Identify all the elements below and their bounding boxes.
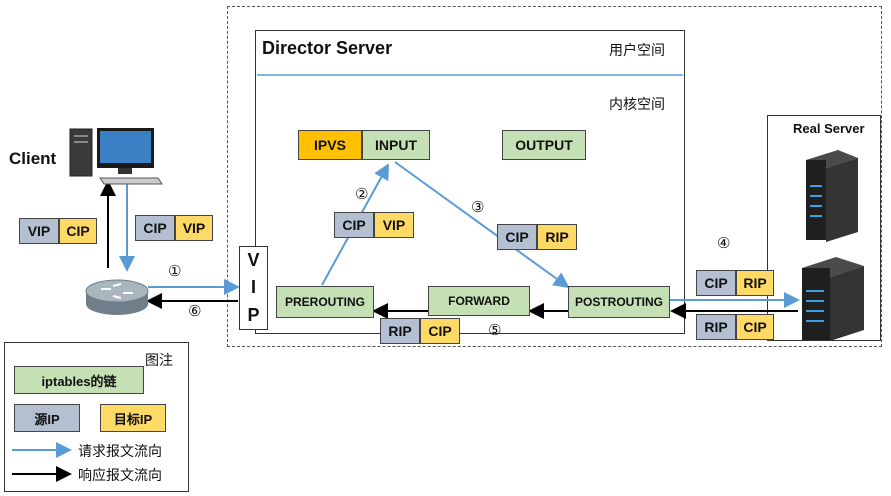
step4-dst: RIP: [736, 270, 774, 296]
client-computer-icon: [69, 128, 163, 185]
legend-response-label: 响应报文流向: [78, 468, 162, 484]
legend-dst-swatch: 目标IP: [100, 404, 166, 432]
step-1-marker: ①: [168, 262, 182, 280]
legend-chain-swatch: iptables的链: [14, 366, 144, 394]
legend-request-label: 请求报文流向: [78, 444, 162, 460]
vip-letter-v: V: [247, 250, 260, 271]
step-2-marker: ②: [355, 185, 369, 203]
legend-src-swatch: 源IP: [14, 404, 80, 432]
step3-dst: RIP: [537, 224, 577, 250]
output-chain-box: OUTPUT: [502, 130, 586, 160]
router-icon: [85, 279, 149, 315]
director-outer-dashed-border: [227, 6, 882, 347]
ipvs-box: IPVS: [298, 130, 362, 160]
legend-box: [4, 342, 189, 492]
postrouting-chain-box: POSTROUTING: [568, 286, 670, 318]
real-server-box: [767, 115, 881, 341]
legend-title: 图注: [145, 353, 173, 369]
client-title: Client: [9, 149, 57, 168]
user-space-label: 用户空间: [609, 43, 665, 59]
client-resp-dst: CIP: [59, 218, 97, 244]
step-5-marker: ⑤: [488, 321, 502, 339]
step2-src: CIP: [334, 212, 374, 238]
real-server-icon-bottom: [802, 257, 864, 341]
vip-interface-box: V I P: [239, 246, 268, 330]
rs-resp-src: RIP: [696, 314, 736, 340]
director-server-box: [255, 30, 685, 334]
step-3-marker: ③: [471, 198, 485, 216]
step2-dst: VIP: [374, 212, 414, 238]
client-resp-src: VIP: [19, 218, 59, 244]
client-req-dst: VIP: [175, 215, 213, 241]
real-server-icon-top: [806, 150, 858, 242]
step-6-marker: ⑥: [188, 302, 202, 320]
step3-src: CIP: [497, 224, 537, 250]
real-server-title: Real Server: [793, 121, 865, 136]
vip-letter-p: P: [247, 304, 260, 325]
prerouting-chain-box: PREROUTING: [276, 286, 374, 318]
step4-src: CIP: [696, 270, 736, 296]
forward-chain-box: FORWARD: [428, 286, 530, 316]
kernel-space-label: 内核空间: [609, 97, 665, 113]
input-to-postrouting-arrow: [394, 161, 570, 289]
vip-letter-i: I: [250, 277, 256, 298]
rs-resp-dst: CIP: [736, 314, 774, 340]
step5-src: RIP: [380, 318, 420, 344]
step5-dst: CIP: [420, 318, 460, 344]
director-server-title: Director Server: [262, 38, 393, 58]
client-req-src: CIP: [135, 215, 175, 241]
step-4-marker: ④: [717, 234, 731, 252]
input-chain-box: INPUT: [362, 130, 430, 160]
